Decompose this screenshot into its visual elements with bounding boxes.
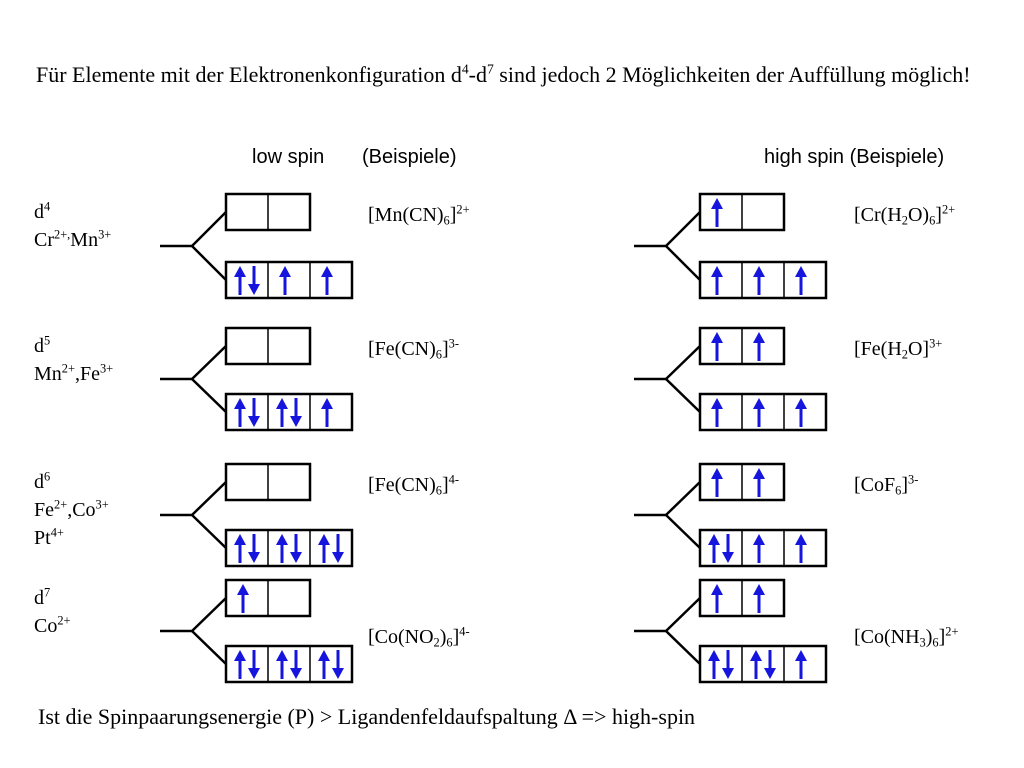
spin-up-arrow-head [276,398,288,409]
high-spin-t2g-orbital-box [698,260,828,300]
spin-up-arrow-head [321,398,333,409]
config-line: Mn2+,Fe3+ [34,361,114,385]
spin-up-arrow-head [276,534,288,545]
low-spin-complex: [Fe(CN)6]3- [368,336,459,362]
config-line: d4 [34,199,51,223]
spin-up-arrow-head [795,534,807,545]
spin-up-arrow-head [753,534,765,545]
spin-up-arrow-head [753,398,765,409]
spin-up-arrow-head [234,266,246,277]
high-spin-t2g-orbital-box [698,528,828,568]
spin-up-arrow-head [234,650,246,661]
spin-down-arrow-head [722,668,734,679]
spin-down-arrow-head [248,552,260,563]
spin-down-arrow-head [290,416,302,427]
low-spin-complex: [Fe(CN)6]4- [368,472,459,498]
spin-up-arrow-head [708,650,720,661]
high-spin-branch-up [665,481,701,516]
spin-up-arrow-head [276,650,288,661]
spin-down-arrow-head [332,552,344,563]
spin-up-arrow-head [708,534,720,545]
high-spin-t2g-orbital-box [698,644,828,684]
spin-up-arrow-head [318,534,330,545]
spin-up-arrow-head [711,266,723,277]
spin-down-arrow-head [290,668,302,679]
spin-down-arrow-head [764,668,776,679]
config-line: Fe2+,Co3+ [34,497,109,521]
high-spin-branch-up [665,211,701,247]
spin-down-arrow-head [248,416,260,427]
low-spin-t2g-orbital-box [224,528,354,568]
spin-down-arrow-head [290,552,302,563]
low-spin-t2g-orbital-box [224,260,354,300]
low-spin-branch-down [191,630,227,665]
low-spin-branch-up [191,481,227,516]
spin-up-arrow-head [711,332,723,343]
high-spin-t2g-orbital-box [698,392,828,432]
high-spin-complex: [Fe(H2O]3+ [854,336,943,362]
spin-down-arrow-head [332,668,344,679]
spin-up-arrow-head [711,198,723,209]
spin-up-arrow-head [753,332,765,343]
spin-up-arrow-head [795,650,807,661]
spin-up-arrow-head [711,398,723,409]
low-spin-t2g-orbital-box [224,392,354,432]
low-spin-header: low spin [252,146,325,168]
spin-up-arrow-head [279,266,291,277]
config-line: d5 [34,333,51,357]
spin-up-arrow-head [711,468,723,479]
footer-text: Ist die Spinpaarungsenergie (P) > Ligand… [38,704,696,729]
high-spin-branch-up [665,597,701,632]
spin-up-arrow-head [711,584,723,595]
high-spin-branch-down [665,630,701,665]
high-spin-complex: [CoF6]3- [854,472,919,498]
config-line: Co2+ [34,613,71,637]
spin-up-arrow-head [237,584,249,595]
low-spin-branch-up [191,597,227,632]
config-line: Cr2+,Mn3+ [34,227,112,251]
spin-up-arrow-head [321,266,333,277]
high-spin-branch-up [665,345,701,380]
low-spin-t2g-orbital-box [224,644,354,684]
config-line: d7 [34,585,51,609]
high-spin-complex: [Cr(H2O)6]2+ [854,202,956,228]
spin-up-arrow-head [753,266,765,277]
high-spin-header: high spin (Beispiele) [764,146,945,168]
intro-text: Für Elemente mit der Elektronenkonfigura… [36,61,971,87]
low-spin-branch-down [191,514,227,549]
spin-up-arrow-head [753,584,765,595]
spin-down-arrow-head [248,284,260,295]
low-spin-examples-header: (Beispiele) [362,146,457,168]
spin-up-arrow-head [795,266,807,277]
spin-up-arrow-head [318,650,330,661]
high-spin-complex: [Co(NH3)6]2+ [854,624,959,650]
spin-down-arrow-head [248,668,260,679]
low-spin-complex: [Co(NO2)6]4- [368,624,470,650]
high-spin-branch-down [665,245,701,281]
spin-up-arrow-head [753,468,765,479]
high-spin-branch-down [665,514,701,549]
low-spin-complex: [Mn(CN)6]2+ [368,202,470,228]
config-line: d6 [34,469,51,493]
low-spin-branch-up [191,345,227,380]
spin-up-arrow-head [234,398,246,409]
low-spin-branch-up [191,211,227,247]
low-spin-branch-down [191,378,227,413]
low-spin-branch-down [191,245,227,281]
spin-down-arrow-head [722,552,734,563]
spin-up-arrow-head [750,650,762,661]
spin-up-arrow-head [795,398,807,409]
high-spin-branch-down [665,378,701,413]
spin-up-arrow-head [234,534,246,545]
config-line: Pt4+ [34,525,64,549]
